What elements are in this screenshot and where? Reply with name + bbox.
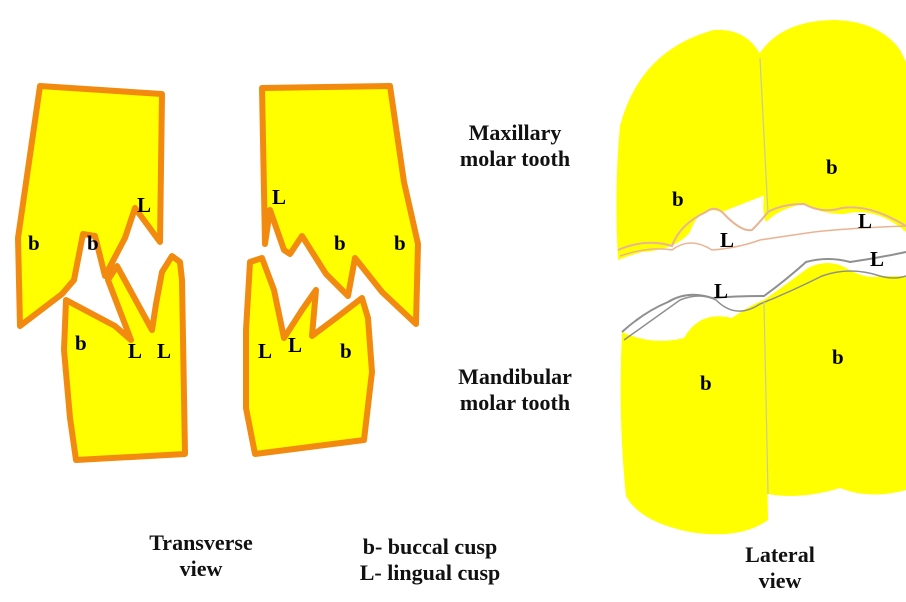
cusp-l: L — [288, 333, 302, 357]
cusp-b: b — [340, 339, 352, 363]
transverse-right-pair — [246, 86, 418, 454]
cusp-b: b — [28, 231, 40, 255]
cusp-b: b — [672, 187, 684, 211]
legend-buccal: b- buccal cusp — [320, 534, 540, 560]
maxillary-molar-lateral-right — [758, 20, 906, 232]
mandibular-molar-lateral-right — [764, 263, 906, 496]
mandibular-label: Mandibular molar tooth — [420, 364, 610, 417]
cusp-l: L — [720, 228, 734, 252]
mandibular-molar-lateral-left — [621, 300, 768, 534]
cusp-l: L — [870, 247, 884, 271]
maxillary-molar-lateral-left — [616, 30, 768, 260]
lateral-view-label: Lateral view — [710, 542, 850, 595]
mandibular-label-line2: molar tooth — [420, 390, 610, 416]
cusp-l: L — [137, 193, 151, 217]
maxillary-label-line2: molar tooth — [430, 146, 600, 172]
maxillary-label-line1: Maxillary — [430, 120, 600, 146]
mandibular-label-line1: Mandibular — [420, 364, 610, 390]
cusp-b: b — [75, 331, 87, 355]
cusp-b: b — [334, 231, 346, 255]
legend-lingual: L- lingual cusp — [320, 560, 540, 586]
cusp-l: L — [272, 185, 286, 209]
lateral-view-label-line2: view — [710, 568, 850, 594]
lateral-view-label-line1: Lateral — [710, 542, 850, 568]
cusp-b: b — [700, 371, 712, 395]
lateral-view-teeth — [616, 20, 906, 534]
cusp-l: L — [128, 339, 142, 363]
cusp-b: b — [394, 231, 406, 255]
cusp-l: L — [258, 339, 272, 363]
transverse-view-label-line1: Transverse — [126, 530, 276, 556]
cusp-l: L — [714, 279, 728, 303]
maxillary-label: Maxillary molar tooth — [430, 120, 600, 173]
transverse-view-label-line2: view — [126, 556, 276, 582]
cusp-l: L — [858, 209, 872, 233]
cusp-b: b — [832, 345, 844, 369]
cusp-b: b — [87, 231, 99, 255]
cusp-legend: b- buccal cusp L- lingual cusp — [320, 534, 540, 587]
transverse-view-label: Transverse view — [126, 530, 276, 583]
cusp-b: b — [826, 155, 838, 179]
cusp-l: L — [157, 339, 171, 363]
transverse-left-pair — [18, 86, 185, 460]
